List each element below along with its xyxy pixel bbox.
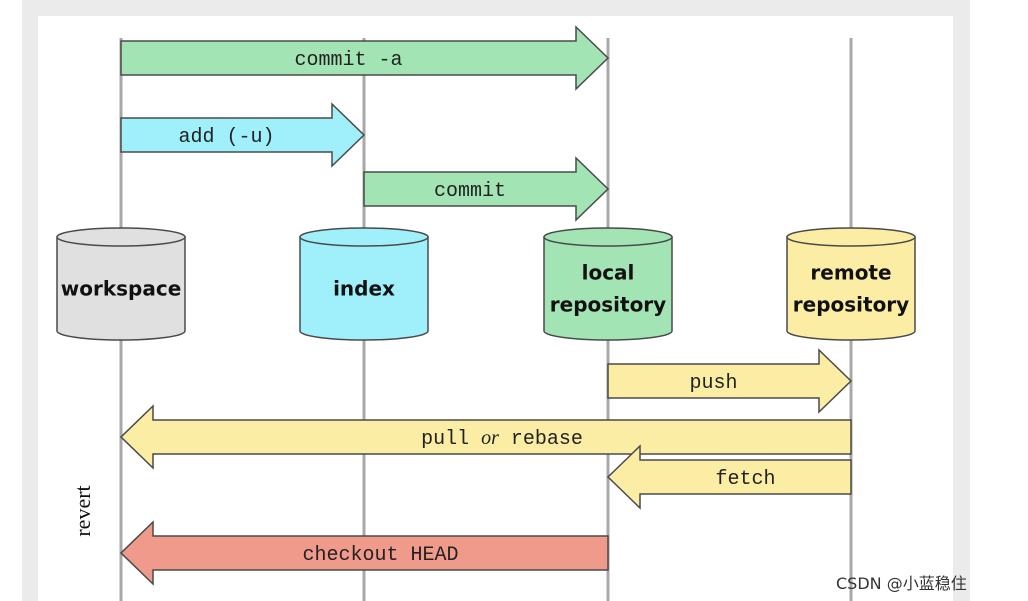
cylinder-body — [299, 236, 429, 341]
store-label: repository — [793, 293, 909, 317]
arrow-commit: commit — [363, 156, 610, 222]
arrow-shape — [119, 520, 609, 586]
store-label: index — [333, 277, 395, 301]
arrow-checkout-head: checkout HEAD — [119, 520, 609, 586]
arrow-shape — [607, 348, 853, 414]
arrow-label: checkout — [210, 16, 306, 23]
cylinder-top — [56, 227, 186, 247]
arrow-shape — [120, 25, 610, 91]
cylinder-body — [56, 236, 186, 341]
store-workspace-icon: workspace — [56, 227, 186, 341]
store-index-icon: index — [299, 227, 429, 341]
git-workflow-diagram: commit -a add (-u) commit push pull or rebas… — [56, 16, 916, 601]
arrow-label: fetch — [715, 468, 775, 491]
arrow-shape — [606, 444, 852, 510]
cylinder-body — [786, 236, 916, 341]
watermark: CSDN @小蓝稳住 — [836, 574, 967, 593]
arrow-label: add (-u) — [178, 126, 274, 149]
arrow-label: commit -a — [294, 49, 402, 72]
diagram-panel: commit -a add (-u) commit push pull or rebas… — [38, 16, 953, 601]
arrow-fetch: fetch — [606, 444, 852, 510]
cylinder-body — [543, 236, 673, 341]
arrow-shape — [120, 102, 366, 168]
store-label: workspace — [61, 277, 182, 301]
cylinder-top — [786, 227, 916, 247]
arrow-shape — [363, 156, 610, 222]
arrow-pull-or-rebase: pull or rebase — [119, 404, 852, 470]
store-remote-repository-icon: remote repository — [786, 227, 916, 341]
store-local-repository-icon: local repository — [543, 227, 673, 341]
arrow-shape — [119, 404, 852, 470]
store-label: repository — [550, 293, 666, 317]
store-label: remote — [810, 261, 891, 285]
arrow-add-u: add (-u) — [120, 102, 366, 168]
cylinder-top — [543, 227, 673, 247]
arrow-push: push — [607, 348, 853, 414]
arrow-checkout: checkout — [210, 16, 306, 23]
arrow-label: push — [689, 372, 737, 395]
arrow-commit-a: commit -a — [120, 25, 610, 91]
arrow-label: pull or rebase — [421, 427, 583, 451]
arrow-label: commit — [434, 180, 506, 203]
cylinder-top — [299, 227, 429, 247]
revert-label: revert — [70, 485, 95, 536]
arrow-label: checkout HEAD — [302, 544, 458, 567]
store-label: local — [582, 261, 635, 285]
